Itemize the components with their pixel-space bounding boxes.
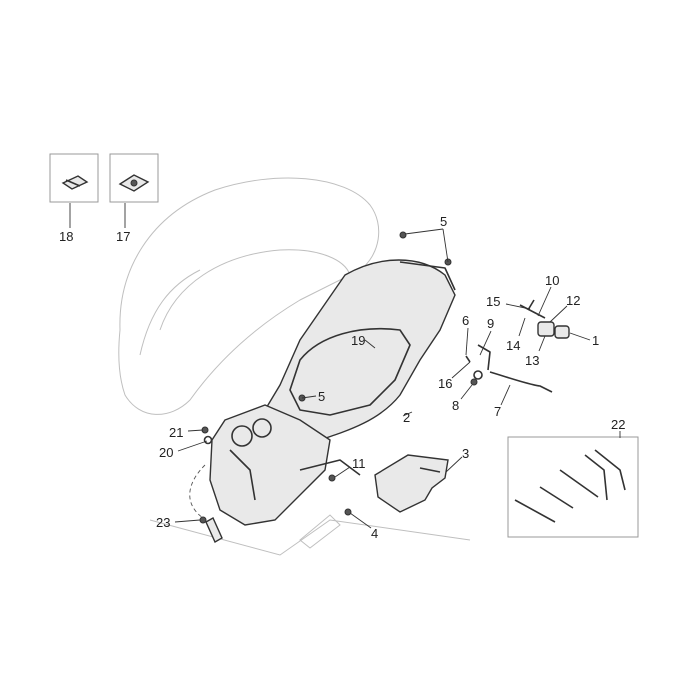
callout-5-top: 5	[440, 214, 447, 229]
callout-3: 3	[462, 446, 469, 461]
clip-20	[203, 435, 213, 445]
cover-plate	[374, 454, 449, 513]
seat-ghost-outline	[118, 177, 380, 415]
callout-18: 18	[59, 229, 73, 244]
frame-body	[209, 404, 361, 526]
callout-21: 21	[169, 425, 183, 440]
floor-ghost-outline	[149, 514, 471, 556]
detail-box-clip-18	[49, 153, 99, 203]
detail-box-clip-17	[109, 153, 159, 203]
callout-19: 19	[351, 333, 365, 348]
release-lever	[465, 344, 553, 393]
callout-14: 14	[506, 338, 520, 353]
callout-10: 10	[545, 273, 559, 288]
lock-assembly	[519, 299, 570, 339]
leader-lines	[69, 203, 621, 529]
callout-8: 8	[452, 398, 459, 413]
callout-labels: 18 17 5 10 15 12 6 9 14 1 13 19 16 5 8 7…	[59, 214, 625, 541]
callout-23: 23	[156, 515, 170, 530]
callout-4: 4	[371, 526, 378, 541]
callout-15: 15	[486, 294, 500, 309]
callout-22: 22	[611, 417, 625, 432]
callout-5-mid: 5	[318, 389, 325, 404]
callout-9: 9	[487, 316, 494, 331]
callout-7: 7	[494, 404, 501, 419]
callout-17: 17	[116, 229, 130, 244]
tool-kit-box	[507, 436, 639, 538]
callout-16: 16	[438, 376, 452, 391]
callout-12: 12	[566, 293, 580, 308]
callout-1: 1	[592, 333, 599, 348]
screw-4	[344, 508, 352, 516]
callout-11: 11	[352, 456, 366, 471]
callout-6: 6	[462, 313, 469, 328]
callout-13: 13	[525, 353, 539, 368]
callout-20: 20	[159, 445, 173, 460]
nut-11	[328, 474, 336, 482]
callout-2: 2	[403, 410, 410, 425]
